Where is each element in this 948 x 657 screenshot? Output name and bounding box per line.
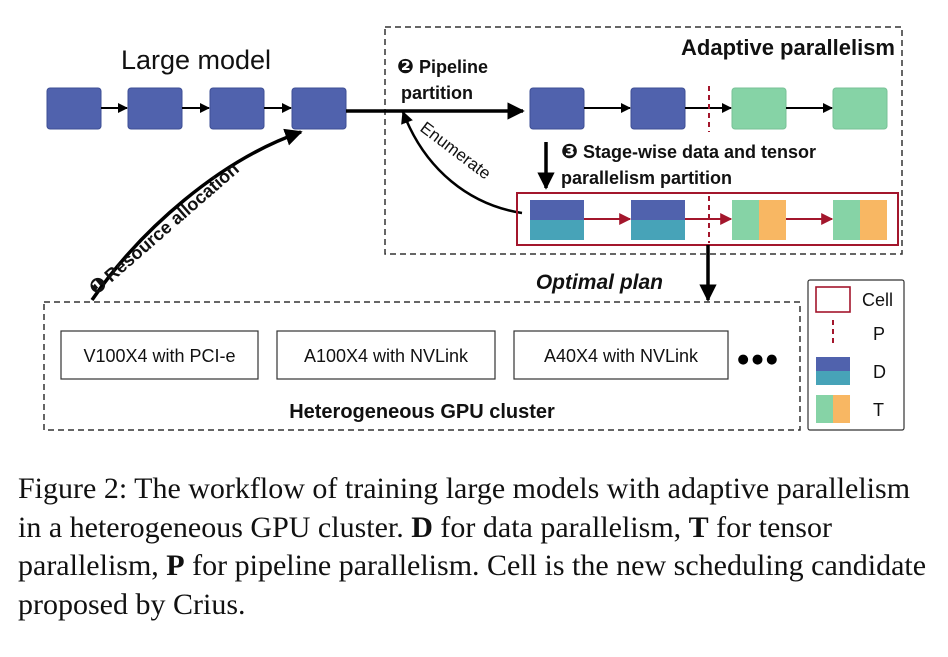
caption-bold-p: P — [166, 549, 185, 582]
pipeline-stage-2 — [630, 87, 686, 130]
gpu-cluster-title: Heterogeneous GPU cluster — [289, 401, 555, 423]
caption-bold-d: D — [411, 510, 433, 544]
model-stage-1 — [46, 87, 102, 130]
model-stage-4 — [291, 87, 347, 130]
caption-text-3: for tensor parallelism, — [18, 510, 832, 583]
step2-label: ❷ Pipeline partition — [397, 56, 488, 103]
figure-caption: Figure 2: The workflow of training large… — [18, 470, 938, 624]
enumerate-arrow — [401, 110, 523, 215]
legend-cell-label: Cell — [862, 290, 893, 310]
adaptive-parallelism-box — [384, 26, 903, 255]
more-nodes-ellipsis: ●●● — [737, 352, 780, 367]
step1-label: ❶ Resource allocation — [85, 159, 243, 300]
legend-data-parallel-icon — [816, 357, 850, 385]
pipeline-stage-4 — [832, 87, 888, 130]
step2-number: ❷ — [397, 56, 414, 78]
model-stage-2 — [127, 87, 183, 130]
step2-line2: partition — [401, 83, 473, 103]
step1-text: Resource allocation — [101, 159, 243, 286]
caption-text-2: for data parallelism, — [432, 510, 689, 544]
workflow-diagram: Large model Adaptive parallelism ❷ Pipel… — [43, 26, 905, 431]
legend-tensor-parallel-icon — [816, 395, 850, 423]
gpu-node-1-label: V100X4 with PCI-e — [83, 346, 235, 366]
enumerate-label: Enumerate — [417, 118, 495, 183]
resource-allocation-arrow — [90, 128, 303, 301]
caption-bold-t: T — [688, 510, 709, 544]
optimal-plan-label: Optimal plan — [536, 271, 663, 294]
gpu-node-1-box — [60, 330, 259, 380]
step2-line1: Pipeline — [419, 57, 488, 77]
tp-stage-1 — [732, 200, 786, 240]
large-model-label: Large model — [121, 45, 271, 75]
dp-stage-2 — [631, 200, 685, 240]
model-stage-3 — [209, 87, 265, 130]
caption-text-4: for pipeline parallelism. Cell is the ne… — [18, 549, 927, 621]
legend-p-label: P — [873, 324, 885, 344]
gpu-node-2-box — [276, 330, 496, 380]
legend-t-label: T — [873, 400, 884, 420]
gpu-node-2-label: A100X4 with NVLink — [304, 346, 469, 366]
figure-label: Figure 2: — [18, 472, 128, 505]
legend-cell-icon — [815, 286, 851, 313]
dp-stage-1 — [530, 200, 584, 240]
legend-box — [807, 279, 905, 431]
legend-d-label: D — [873, 362, 886, 382]
step3-number: ❸ — [561, 141, 578, 163]
step3-line2: parallelism partition — [561, 168, 732, 188]
pipeline-stage-1 — [529, 87, 585, 130]
gpu-node-3-box — [513, 330, 729, 380]
adaptive-parallelism-title: Adaptive parallelism — [681, 35, 895, 60]
step3-label: ❸ Stage-wise data and tensor parallelism… — [561, 141, 816, 188]
gpu-node-3-label: A40X4 with NVLink — [544, 346, 699, 366]
pipeline-stage-3 — [731, 87, 787, 130]
gpu-cluster-box — [43, 301, 801, 431]
caption-text-1: The workflow of training large models wi… — [18, 472, 911, 544]
step3-line1: Stage-wise data and tensor — [583, 142, 816, 162]
tp-stage-2 — [833, 200, 887, 240]
